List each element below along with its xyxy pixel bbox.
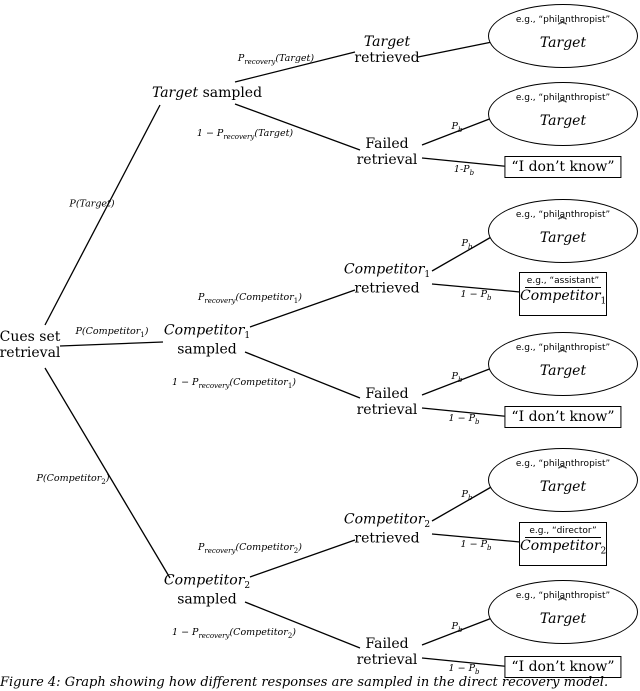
outcome-box-competitor2: e.g., “director” Competitor2 — [519, 522, 607, 566]
competitor1-retrieved-node: Competitor1 retrieved — [343, 261, 431, 297]
edge-failed2-dontknow2 — [421, 407, 514, 418]
failed-target-label: 1 − Precovery(Target) — [196, 128, 294, 141]
edge-comp1r-box — [431, 283, 521, 293]
edge-failed3-dontknow3 — [421, 657, 514, 668]
root-line2: retrieval — [0, 345, 61, 361]
edge-failed-dontknow1 — [421, 157, 514, 168]
recovery-target-label: Precovery(Target) — [237, 53, 315, 66]
edge-root-competitor1 — [59, 341, 164, 347]
edge-failed2-ellipse4 — [421, 367, 493, 396]
dont-know-box-2: “I don’t know” — [504, 406, 622, 428]
edge-comp2-retrieved — [249, 539, 356, 578]
prob-competitor1-label: P(Competitor1) — [75, 326, 149, 339]
competitor2-retrieved-node: Competitor2 retrieved — [343, 511, 431, 547]
outcome-ellipse-target-4: e.g., “philanthropist” ⏞ Target — [488, 332, 638, 396]
outcome-ellipse-target-5: e.g., “philanthropist” ⏞ Target — [488, 448, 638, 512]
failed-retrieval-node-2: Failed retrieval — [356, 385, 418, 418]
edge-comp1r-ellipse3 — [431, 235, 494, 272]
competitor1-sampled-node: Competitor1 sampled — [163, 322, 251, 358]
one-dash-pb-label-1: 1-Pb — [453, 164, 475, 177]
one-minus-pb-label-2: 1 − Pb — [460, 289, 492, 302]
competitor2-sampled-node: Competitor2 sampled — [163, 572, 251, 608]
outcome-box-competitor1: e.g., “assistant” Competitor1 — [519, 272, 607, 316]
edge-comp1-failed — [244, 351, 361, 399]
target-retrieved-node: Target retrieved — [354, 33, 420, 66]
overline — [525, 287, 601, 288]
dont-know-box-1: “I don’t know” — [504, 156, 622, 178]
prob-target-label: P(Target) — [69, 198, 115, 210]
pb-label-1: Pb — [451, 121, 463, 134]
edge-failed3-ellipse6 — [421, 617, 493, 646]
edge-root-target — [44, 104, 161, 326]
outcome-ellipse-target-3: e.g., “philanthropist” ⏞ Target — [488, 199, 638, 263]
outcome-ellipse-target-1: e.g., “philanthropist” ⏞ Target — [488, 4, 638, 68]
edge-retrieved-ellipse1 — [417, 41, 493, 58]
recovery-competitor1-label: Precovery(Competitor1) — [198, 292, 302, 305]
edge-failed-ellipse2 — [421, 117, 493, 146]
edge-root-competitor2 — [44, 367, 171, 579]
root-line1: Cues set — [0, 328, 61, 345]
one-minus-pb-label-5: 1 − Pb — [448, 663, 480, 676]
outcome-ellipse-target-6: e.g., “philanthropist” ⏞ Target — [488, 580, 638, 644]
one-minus-pb-label-3: 1 − Pb — [448, 413, 480, 426]
pb-label-4: Pb — [461, 489, 473, 502]
failed-competitor1-label: 1 − Precovery(Competitor1) — [172, 377, 296, 390]
dont-know-box-3: “I don’t know” — [504, 656, 622, 678]
edge-comp1-retrieved — [249, 289, 356, 328]
recovery-competitor2-label: Precovery(Competitor2) — [198, 542, 302, 555]
edge-target-retrieved — [234, 51, 356, 83]
edge-comp2-failed — [244, 601, 361, 649]
root-node: Cues set retrieval — [0, 329, 60, 361]
one-minus-pb-label-4: 1 − Pb — [460, 539, 492, 552]
edge-comp2r-box — [431, 533, 521, 543]
failed-retrieval-node-3: Failed retrieval — [356, 635, 418, 668]
edge-target-failed — [234, 103, 361, 151]
target-sampled-node: Target sampled — [151, 84, 263, 101]
prob-competitor2-label: P(Competitor2) — [36, 473, 110, 486]
outcome-ellipse-target-2: e.g., “philanthropist” ⏞ Target — [488, 82, 638, 146]
overline — [525, 537, 601, 538]
pb-label-5: Pb — [451, 621, 463, 634]
figure-caption: Figure 4: Graph showing how different re… — [0, 675, 609, 690]
pb-label-2: Pb — [461, 238, 473, 251]
failed-competitor2-label: 1 − Precovery(Competitor2) — [172, 627, 296, 640]
edge-comp2r-ellipse5 — [431, 485, 494, 522]
pb-label-3: Pb — [451, 371, 463, 384]
failed-retrieval-node-1: Failed retrieval — [356, 135, 418, 168]
